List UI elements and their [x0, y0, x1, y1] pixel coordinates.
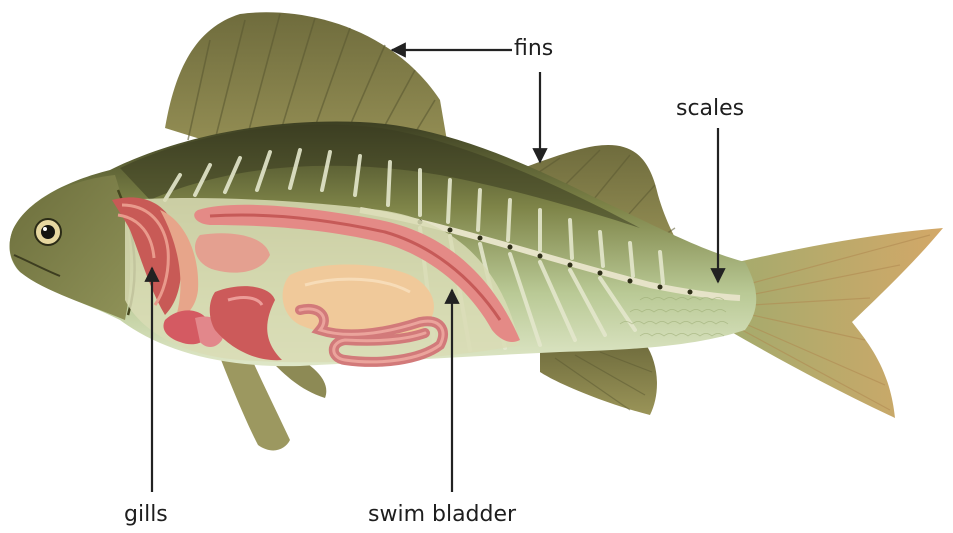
fins-label: fins	[514, 36, 553, 61]
eye	[35, 219, 61, 245]
swim-bladder-label: swim bladder	[368, 502, 516, 527]
scales-label: scales	[676, 96, 744, 121]
gills-label: gills	[124, 502, 168, 527]
tail-fin	[725, 228, 943, 418]
fish-head	[10, 175, 135, 320]
anal-fin	[540, 343, 657, 415]
